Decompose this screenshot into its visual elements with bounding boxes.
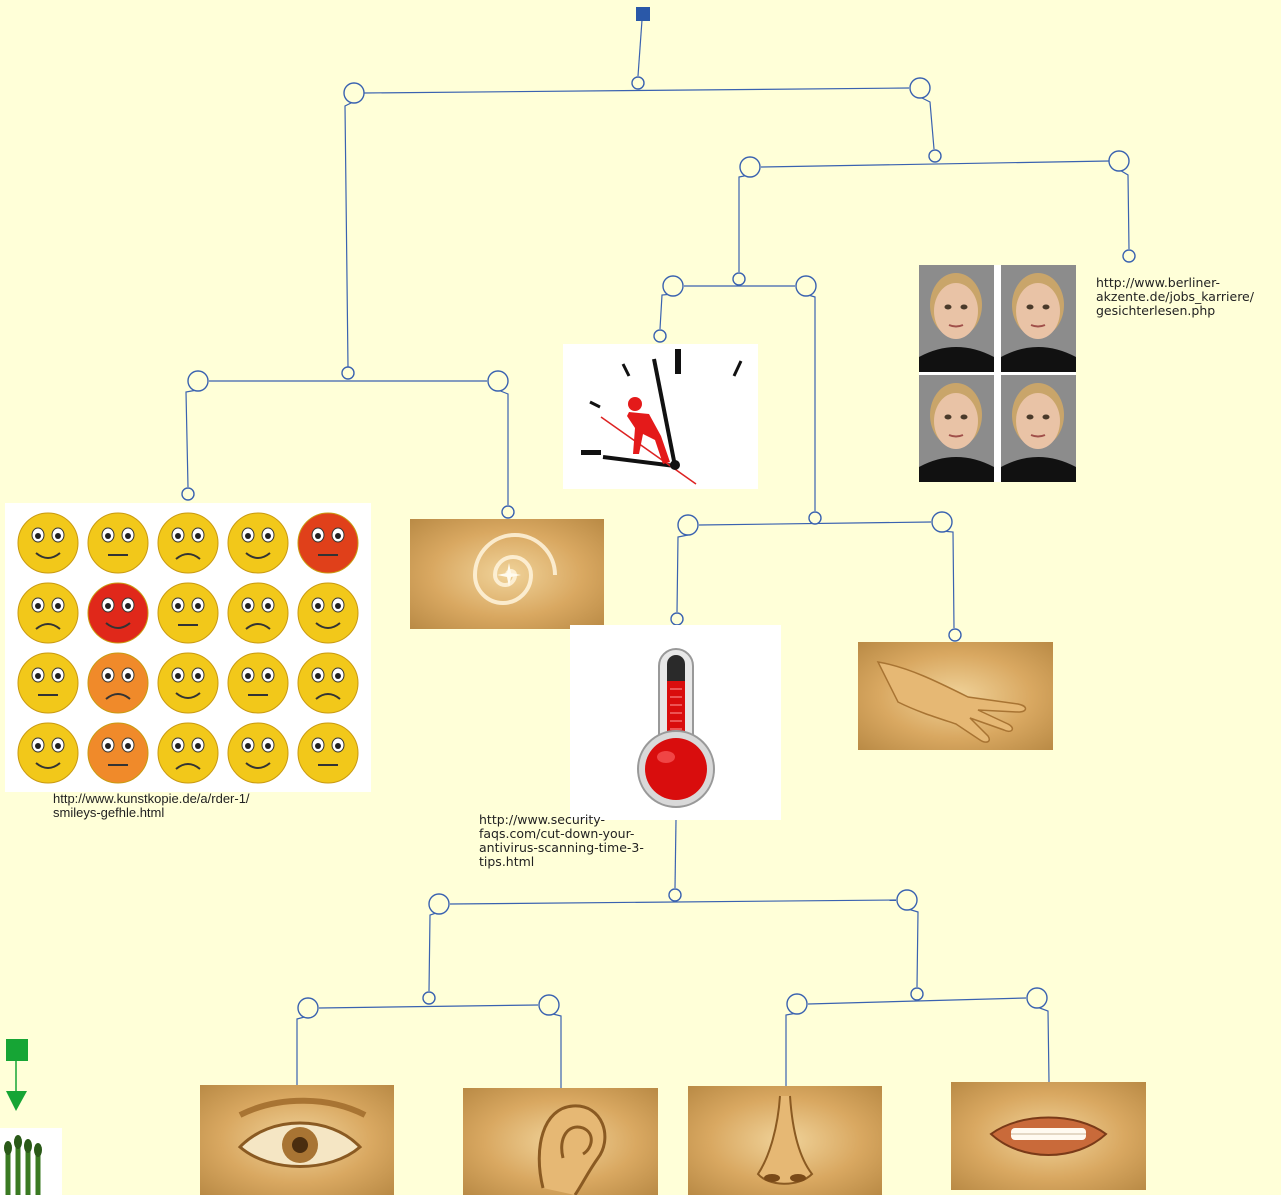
faces-link-line-1: http://www.berliner- [1096,275,1220,290]
root-node-marker[interactable] [636,7,650,21]
emoji-face [227,512,289,574]
emoji-face [297,722,359,784]
emoji-face [157,582,219,644]
arrow-down-icon [6,1091,27,1111]
faces-link-line-3: gesichterlesen.php [1096,303,1216,318]
emoji-face [157,512,219,574]
emoji-face [227,722,289,784]
face-portrait [919,375,994,482]
face-portrait [1001,265,1076,372]
emoji-face [87,582,149,644]
emoji-face [227,652,289,714]
emoji-face [227,582,289,644]
node-circles[interactable] [181,76,1136,1019]
emoji-grid-image[interactable] [5,503,371,792]
faces-link[interactable]: http://www.berliner- akzente.de/jobs_kar… [1096,276,1254,318]
golden-nose-image[interactable] [688,1086,882,1195]
face-portrait [919,265,994,372]
thermometer-image[interactable] [570,625,781,820]
emoji-face [17,722,79,784]
smileys-link[interactable]: http://www.kunstkopie.de/a/rder-1/ smile… [53,792,250,820]
emoji-face [297,512,359,574]
golden-hand-image[interactable] [858,642,1053,750]
golden-ear-image[interactable] [463,1088,658,1195]
emoji-face [87,512,149,574]
emoji-face [17,512,79,574]
thermometer-link-line-2: faqs.com/cut-down-your- [479,826,635,841]
faces-link-line-2: akzente.de/jobs_karriere/ [1096,289,1254,304]
emoji-face [157,652,219,714]
emoji-face [87,722,149,784]
green-node-marker[interactable] [6,1039,28,1061]
thermometer-link[interactable]: http://www.security- faqs.com/cut-down-y… [479,813,644,869]
emoji-face [157,722,219,784]
emoji-face [297,582,359,644]
face-portrait [1001,375,1076,482]
emoji-face [17,652,79,714]
golden-spiral-image[interactable] [410,519,604,629]
smileys-link-line-1: http://www.kunstkopie.de/a/rder-1/ [53,791,250,806]
clock-climber-image[interactable] [563,344,758,489]
thermometer-link-line-4: tips.html [479,854,535,869]
thermometer-link-line-3: antivirus-scanning-time-3- [479,840,644,855]
four-faces-image[interactable] [919,265,1076,482]
golden-eye-image[interactable] [200,1085,394,1195]
asparagus-image[interactable] [0,1128,62,1195]
emoji-face [87,652,149,714]
golden-mouth-image[interactable] [951,1082,1146,1190]
emoji-face [297,652,359,714]
thermometer-link-line-1: http://www.security- [479,812,605,827]
emoji-face [17,582,79,644]
smileys-link-line-2: smileys-gefhle.html [53,805,165,820]
